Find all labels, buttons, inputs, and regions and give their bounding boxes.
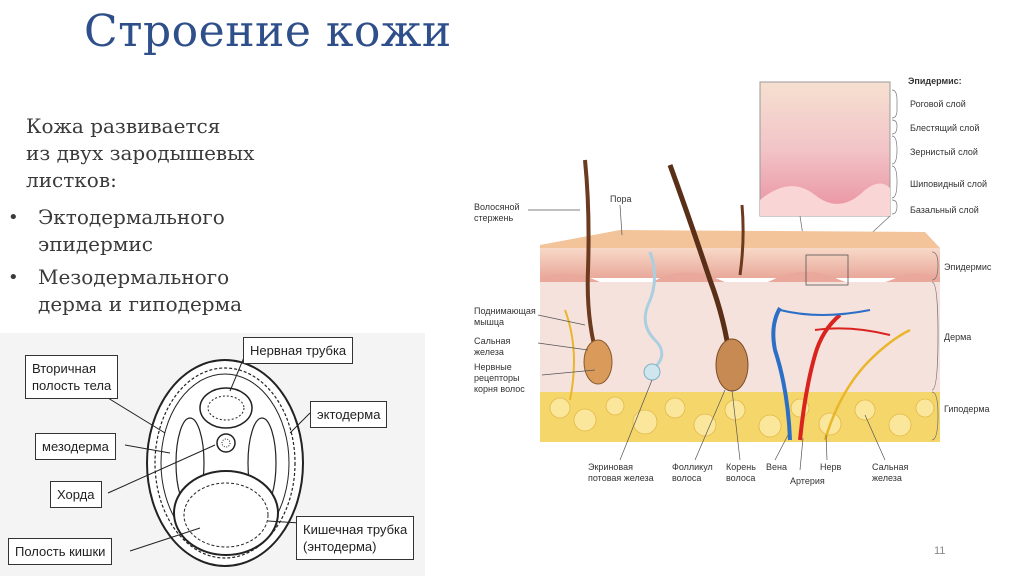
epidermis-layer-label: Базальный слой [910,205,979,215]
label-line: железа [872,473,902,483]
intro-text: Кожа развивается из двух зародышевых лис… [26,113,356,194]
label-line: корня волос [474,384,525,394]
label-chord: Хорда [50,481,102,508]
label-line: Вторичная [32,361,96,376]
label-line: железа [474,347,504,357]
layer-label-epidermis: Эпидермис [944,262,992,272]
bullet-icon: • [8,207,19,228]
embryo-illustration [0,333,425,576]
label-gut-tube: Кишечная трубка (энтодерма) [296,516,415,560]
label-secondary-cavity: Вторичная полость тела [25,355,119,399]
label-line: потовая железа [588,473,654,483]
intro-line: Кожа развивается [26,114,221,138]
label-line: Экриновая [588,462,633,472]
page-number: 11 [934,545,946,557]
label-line: Нервные [474,362,512,372]
bullet-list: • Эктодермального эпидермис • Мезодермал… [6,204,242,324]
label-line: Поднимающая [474,306,536,316]
bullet-item: • Эктодермального эпидермис [6,204,242,258]
label-line: стержень [474,213,514,223]
label-artery: Артерия [790,476,825,486]
slide-title: Строение кожи [84,6,452,57]
label-line: Сальная [474,336,511,346]
epidermis-layer-label: Блестящий слой [910,123,980,133]
epidermis-layer-label: Шиповидный слой [910,179,988,189]
label-line: Фолликул [672,462,713,472]
label-line: Корень [726,462,756,472]
bullet-line: дерма и гиподерма [38,292,243,316]
label-ectoderm: эктодерма [310,401,388,428]
label-follicle: Фолликул волоса [672,462,713,484]
label-line: Сальная [872,462,909,472]
label-gut-cavity: Полость кишки [8,538,113,565]
bullet-line: эпидермис [38,232,153,256]
label-hair-shaft: Волосяной стержень [474,202,520,224]
bullet-item: • Мезодермального дерма и гиподерма [6,264,242,318]
label-receptors: Нервные рецепторы корня волос [474,362,525,395]
label-line: волоса [726,473,756,483]
label-root: Корень волоса [726,462,756,484]
skin-illustration [528,81,940,471]
label-pore: Пора [610,194,632,204]
label-line: (энтодерма) [303,539,377,554]
label-nerve: Нерв [820,462,842,472]
label-mesoderm: мезодерма [35,433,116,460]
label-line: рецепторы [474,373,520,383]
label-eccrine: Экриновая потовая железа [588,462,654,484]
layer-label-hypodermis: Гиподерма [944,404,990,414]
label-line: волоса [672,473,702,483]
skin-diagram: Эпидермис: Роговой слой Блестящий слой З… [470,70,1010,510]
label-neural-tube: Нервная трубка [243,337,354,364]
embryo-diagram: Вторичная полость тела Нервная трубка ме… [0,333,425,576]
layer-label-dermis: Дерма [944,332,972,342]
bullet-line: Мезодермального [38,265,230,289]
label-line: мышца [474,317,505,327]
epidermis-layer-label: Роговой слой [910,99,966,109]
bullet-line: Эктодермального [38,205,225,229]
label-arrector: Поднимающая мышца [474,306,536,328]
intro-line: листков: [26,168,117,192]
epidermis-layer-label: Зернистый слой [910,147,978,157]
label-vein: Вена [766,462,787,472]
intro-line: из двух зародышевых [26,141,255,165]
bullet-icon: • [8,267,19,288]
label-line: полость тела [32,378,112,393]
label-sebaceous-2: Сальная железа [872,462,908,484]
label-line: Волосяной [474,202,520,212]
label-line: Кишечная трубка [303,522,408,537]
inset-title: Эпидермис: [908,76,962,86]
label-sebaceous: Сальная железа [474,336,510,358]
